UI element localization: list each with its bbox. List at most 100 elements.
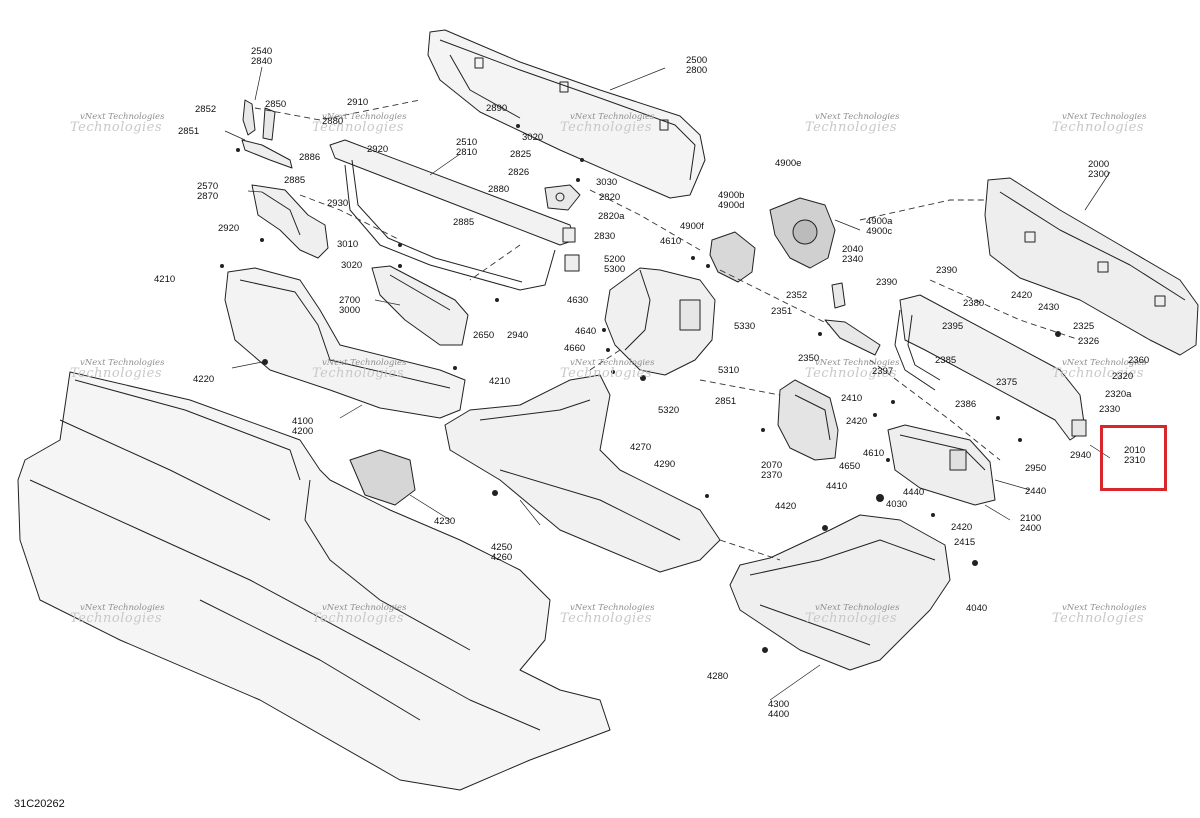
part-callout: 4280 — [707, 671, 729, 682]
part-callout: 2825 — [510, 149, 532, 160]
inner-side-panel-part — [777, 379, 839, 461]
rear-side-panel-part — [887, 424, 996, 506]
part-callout: 4420 — [775, 501, 797, 512]
part-callout: 2326 — [1078, 336, 1100, 347]
part-callout: 4410 — [826, 481, 848, 492]
part-callout: 2440 — [1025, 486, 1047, 497]
part-callout: 2885 — [284, 175, 306, 186]
light-housing-part — [709, 197, 836, 283]
part-callout: 2930 — [327, 198, 349, 209]
part-callout: 3020 — [341, 260, 363, 271]
part-callout: 5330 — [734, 321, 756, 332]
part-callout: 2851 — [178, 126, 200, 137]
part-callout: 2851 — [715, 396, 737, 407]
drawing-code: 31C20262 — [14, 798, 65, 810]
part-callout: 2826 — [508, 167, 530, 178]
part-callout: 5310 — [718, 365, 740, 376]
rear-skid-plate-part — [729, 514, 951, 671]
part-callout: 4440 — [903, 487, 925, 498]
part-callout: 2850 — [265, 99, 287, 110]
part-callout: 2886 — [299, 152, 321, 163]
part-callout: 2430 — [1038, 302, 1060, 313]
highlighted-callout-box — [1100, 425, 1167, 491]
part-callout: 2820 — [599, 192, 621, 203]
small-mount-part — [544, 184, 581, 211]
part-callout: 2820a — [598, 211, 625, 222]
part-callout: 2395 — [942, 321, 964, 332]
part-callout: 3030 — [596, 177, 618, 188]
part-callout: 2320a — [1105, 389, 1132, 400]
part-callout: 2397 — [872, 366, 894, 377]
part-callout: 2352 — [786, 290, 808, 301]
part-callout: 2330 — [1099, 404, 1121, 415]
part-callout: 4610 — [660, 236, 682, 247]
left-rocker-panel-part — [224, 267, 466, 419]
part-callout: 4210 — [154, 274, 176, 285]
center-bracket-part — [371, 265, 469, 346]
part-callout: 4230 — [434, 516, 456, 527]
rear-bracket-part — [824, 282, 881, 356]
part-callout: 2920 — [218, 223, 240, 234]
part-callout: 2880 — [488, 184, 510, 195]
main-floor-pan-part — [17, 371, 611, 791]
frame-tube-part — [329, 139, 580, 291]
part-callout: 2420 — [951, 522, 973, 533]
part-callout: 2940 — [507, 330, 529, 341]
part-callout: 2920 — [367, 144, 389, 155]
part-callout: 2950 — [1025, 463, 1047, 474]
part-callout: 4640 — [575, 326, 597, 337]
center-console-part — [604, 267, 716, 376]
part-callout: 2410 — [841, 393, 863, 404]
part-callout: 2375 — [996, 377, 1018, 388]
part-callout: 4630 — [567, 295, 589, 306]
part-callout: 2880 — [322, 116, 344, 127]
part-callout: 2390 — [876, 277, 898, 288]
part-callout: 4270 — [630, 442, 652, 453]
part-callout: 2390 — [936, 265, 958, 276]
part-callout: 4660 — [564, 343, 586, 354]
part-callout: 4220 — [193, 374, 215, 385]
part-callout: 2385 — [935, 355, 957, 366]
part-callout: 4650 — [839, 461, 861, 472]
part-callout: 2325 — [1073, 321, 1095, 332]
part-callout: 2830 — [594, 231, 616, 242]
part-callout: 2360 — [1128, 355, 1150, 366]
part-callout: 2885 — [453, 217, 475, 228]
right-fender-part — [984, 177, 1199, 356]
part-callout: 2351 — [771, 306, 793, 317]
top-left-bracket-part — [241, 99, 293, 169]
rear-frame-part — [894, 294, 1087, 441]
part-callout: 2420 — [846, 416, 868, 427]
part-callout: 2890 — [486, 103, 508, 114]
part-callout: 3010 — [337, 239, 359, 250]
part-callout: 2350 — [798, 353, 820, 364]
part-callout: 2415 — [954, 537, 976, 548]
part-callout: 4290 — [654, 459, 676, 470]
upper-door-panel-part — [427, 29, 706, 199]
